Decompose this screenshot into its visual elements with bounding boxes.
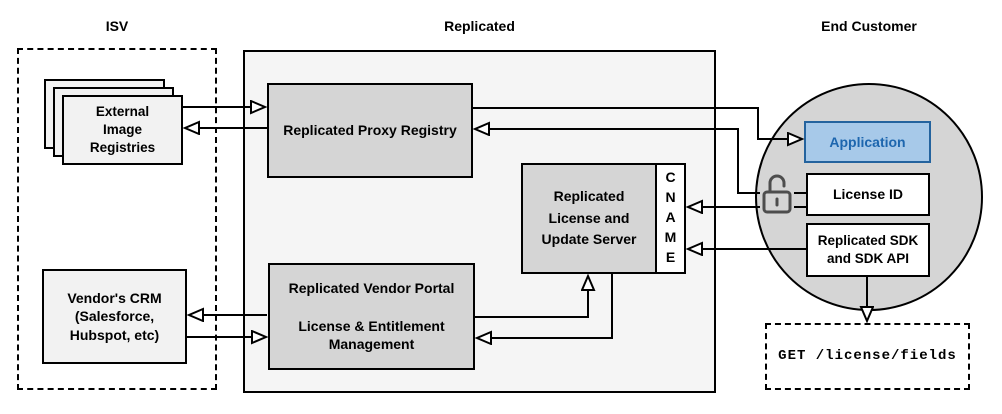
external-image-registries-node: External Image Registries bbox=[62, 95, 183, 165]
section-label-isv: ISV bbox=[105, 18, 129, 34]
license-update-server-label: Replicated License and Update Server bbox=[541, 187, 637, 248]
license-id-label: License ID bbox=[832, 186, 904, 203]
replicated-proxy-registry-node: Replicated Proxy Registry bbox=[267, 83, 473, 178]
isv-group-box bbox=[17, 48, 217, 390]
open-padlock-icon bbox=[758, 172, 796, 221]
replicated-proxy-registry-label: Replicated Proxy Registry bbox=[283, 122, 457, 139]
application-label: Application bbox=[829, 133, 906, 150]
license-id-node: License ID bbox=[806, 173, 930, 216]
license-update-server-node: Replicated License and Update Server bbox=[521, 163, 657, 274]
vendors-crm-node: Vendor's CRM (Salesforce, Hubspot, etc) bbox=[42, 269, 187, 364]
cname-node: CNAME bbox=[655, 163, 686, 274]
external-image-registries-label: External Image Registries bbox=[89, 104, 156, 155]
section-label-end-customer: End Customer bbox=[821, 18, 917, 34]
section-label-replicated: Replicated bbox=[444, 18, 515, 34]
replicated-vendor-portal-label: Replicated Vendor Portal License & Entit… bbox=[288, 279, 455, 353]
application-node: Application bbox=[804, 121, 931, 163]
get-license-fields-box-border bbox=[765, 323, 970, 390]
replicated-sdk-node: Replicated SDK and SDK API bbox=[806, 223, 930, 277]
get-license-fields-node: GET /license/fields bbox=[765, 323, 970, 390]
get-license-fields-label: GET /license/fields bbox=[778, 348, 957, 365]
replicated-sdk-label: Replicated SDK and SDK API bbox=[817, 233, 919, 266]
vendors-crm-label: Vendor's CRM (Salesforce, Hubspot, etc) bbox=[67, 289, 162, 343]
replicated-vendor-portal-node: Replicated Vendor Portal License & Entit… bbox=[268, 263, 475, 370]
cname-label: CNAME bbox=[662, 168, 679, 269]
